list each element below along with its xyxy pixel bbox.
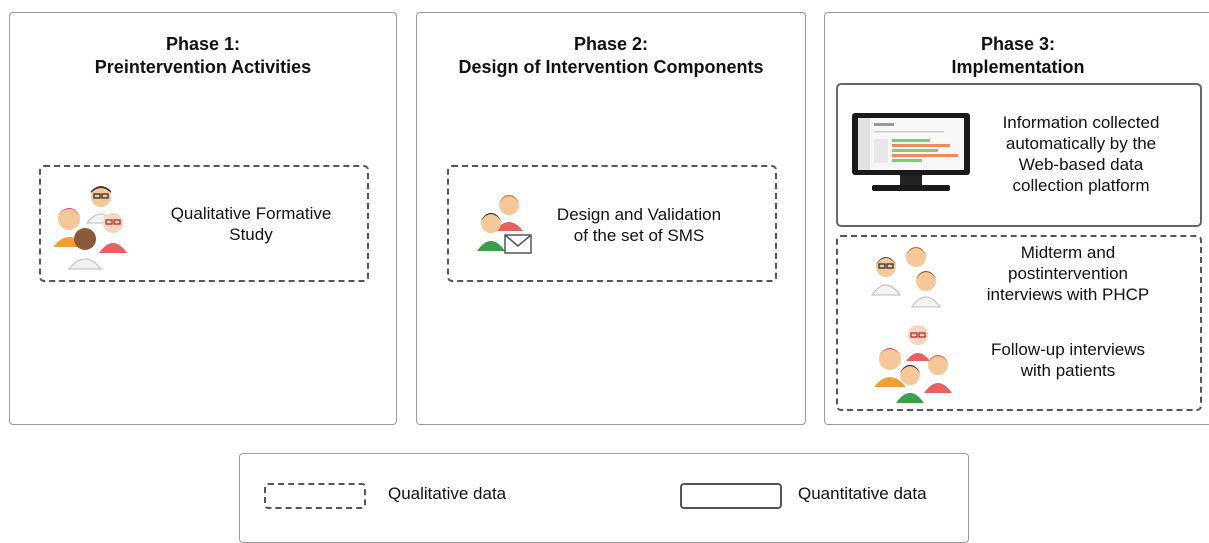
people-with-envelope-icon — [477, 195, 532, 254]
patient-interviews-text: Follow-up interviews with patients — [958, 339, 1178, 381]
phase2-box-line2: of the set of SMS — [573, 226, 705, 245]
phase-3-title: Phase 3: Implementation — [825, 33, 1209, 79]
legend-qualitative-swatch — [264, 483, 366, 509]
legend-qualitative-label: Qualitative data — [388, 484, 507, 503]
phase-1-panel: Phase 1: Preintervention Activities Qual… — [9, 12, 397, 425]
phase1-box-line2: Study — [229, 225, 273, 244]
phase-2-panel: Phase 2: Design of Intervention Componen… — [416, 12, 806, 425]
phase1-box-line1: Qualitative Formative — [170, 204, 332, 223]
patients-group-icon — [874, 325, 952, 403]
phcp-interviews-text: Midterm and postintervention interviews … — [958, 242, 1178, 305]
phase2-box-line1: Design and Validation — [556, 205, 722, 224]
phase-1-name: Preintervention Activities — [94, 57, 312, 77]
phase3-quant-line3: Web-based data — [1018, 155, 1144, 174]
patients-line1: Follow-up interviews — [991, 340, 1145, 359]
health-professionals-icon — [871, 247, 941, 308]
phcp-line2: postintervention — [1007, 264, 1129, 283]
phase3-quant-line4: collection platform — [1012, 176, 1150, 195]
qualitative-formative-study-text: Qualitative Formative Study — [141, 203, 361, 245]
phase3-quant-line1: Information collected — [1002, 113, 1160, 132]
group-of-people-icon — [53, 186, 127, 270]
qualitative-formative-study-box: Qualitative Formative Study — [39, 165, 369, 282]
phase-2-name: Design of Intervention Components — [458, 57, 764, 77]
phase-1-number: Phase 1: — [165, 34, 241, 54]
legend: Qualitative data Quantitative data — [239, 453, 969, 543]
design-validation-sms-box: Design and Validation of the set of SMS — [447, 165, 777, 282]
web-platform-data-text: Information collected automatically by t… — [984, 112, 1178, 196]
design-validation-sms-text: Design and Validation of the set of SMS — [539, 204, 739, 246]
legend-quantitative-label: Quantitative data — [798, 484, 927, 503]
phase-1-title: Phase 1: Preintervention Activities — [10, 33, 396, 79]
phase-3-qualitative-box: Midterm and postintervention interviews … — [836, 235, 1202, 411]
computer-monitor-icon — [852, 113, 970, 191]
legend-quantitative-swatch — [680, 483, 782, 509]
phase-3-panel: Phase 3: Implementation Information coll… — [824, 12, 1209, 425]
phcp-line3: interviews with PHCP — [986, 285, 1150, 304]
web-platform-data-box: Information collected automatically by t… — [836, 83, 1202, 227]
phase3-quant-line2: automatically by the — [1005, 134, 1157, 153]
phase-3-name: Implementation — [951, 57, 1085, 77]
phase-3-number: Phase 3: — [980, 34, 1056, 54]
phase-2-title: Phase 2: Design of Intervention Componen… — [417, 33, 805, 79]
patients-line2: with patients — [1020, 361, 1116, 380]
phase-2-number: Phase 2: — [573, 34, 649, 54]
phcp-line1: Midterm and — [1020, 243, 1116, 262]
